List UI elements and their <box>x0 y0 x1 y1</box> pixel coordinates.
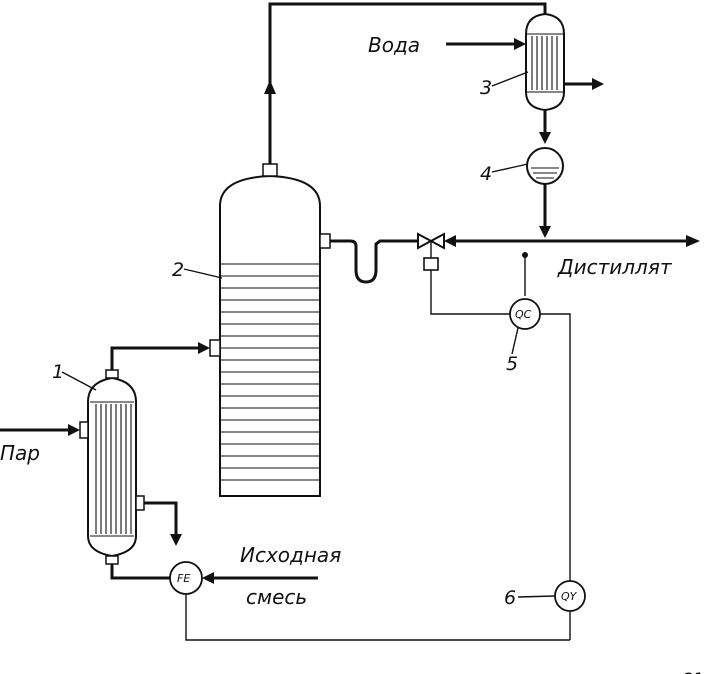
water-label: Вода <box>368 33 420 57</box>
page-number: 21 <box>684 669 704 674</box>
condenser-number: 3 <box>480 77 492 99</box>
water-outlet-line <box>564 78 604 90</box>
reboiler-number: 1 <box>52 361 64 383</box>
steam-inlet-line <box>0 424 80 436</box>
column-number: 2 <box>172 259 184 281</box>
column-trays <box>220 263 320 481</box>
fe-tag: FE <box>177 572 190 585</box>
overhead-vapor-line <box>264 2 547 164</box>
receiver-vessel <box>526 147 564 185</box>
receiver-number: 4 <box>480 163 492 185</box>
receiver-outlet-line <box>539 184 551 238</box>
reflux-control-valve <box>417 232 445 271</box>
reboiler-vapor-line <box>110 342 210 370</box>
condensate-line <box>539 110 551 144</box>
reboiler-condensate-line <box>144 501 182 546</box>
feed-label-line1: Исходная <box>240 543 341 567</box>
controller-number: 5 <box>506 353 518 375</box>
reboiler-heat-exchanger <box>79 369 145 565</box>
control-signal-lines <box>185 252 571 641</box>
water-inlet-line <box>446 38 526 50</box>
distillate-label: Дистиллят <box>557 255 673 279</box>
qy-tag: QY <box>561 590 578 603</box>
feed-label-line2: смесь <box>246 585 307 609</box>
qc-tag: QC <box>515 308 532 321</box>
reboiler-tubes <box>95 404 132 534</box>
transmitter-number: 6 <box>504 587 516 609</box>
reflux-line <box>330 239 418 284</box>
condenser-tubes <box>531 36 558 90</box>
condenser <box>525 12 565 112</box>
distillate-line <box>444 235 700 247</box>
quality-controller <box>509 298 541 330</box>
distillation-column <box>209 163 331 497</box>
steam-label: Пар <box>0 441 40 465</box>
feed-line <box>110 564 318 584</box>
